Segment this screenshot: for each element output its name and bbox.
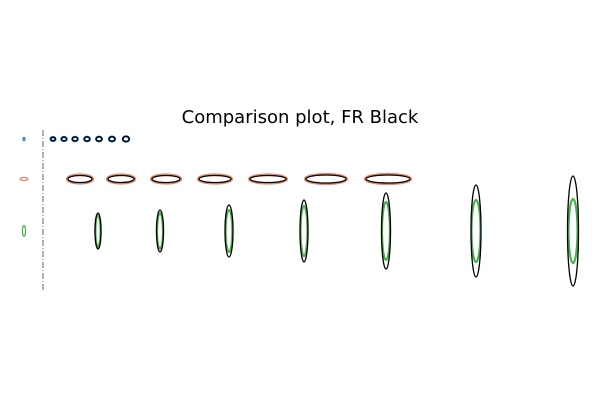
colored-ellipse-row-3-5 xyxy=(380,200,392,262)
colored-ellipse-row-2-1 xyxy=(65,173,95,185)
reference-glyph-row-1 xyxy=(22,136,26,142)
black-ellipse-row-2-6 xyxy=(305,174,347,184)
reference-glyph-row-3 xyxy=(21,224,27,238)
black-ellipse-row-3-1 xyxy=(94,212,102,250)
black-ellipse-row-2-4 xyxy=(198,174,232,184)
colored-ellipse-row-3-4 xyxy=(299,204,309,258)
black-ellipse-row-2-5 xyxy=(249,174,287,184)
black-ellipse-row-1-4 xyxy=(83,136,91,142)
black-ellipse-row-2-7 xyxy=(365,174,411,184)
colored-ellipse-row-2-2 xyxy=(105,173,137,185)
black-ellipse-row-1-2 xyxy=(60,136,68,142)
black-ellipse-row-3-2 xyxy=(155,209,165,253)
black-ellipse-row-2-3 xyxy=(151,174,181,184)
black-ellipse-row-3-7 xyxy=(566,175,580,287)
black-ellipse-row-1-6 xyxy=(108,135,116,143)
black-ellipse-row-2-2 xyxy=(107,174,135,184)
colored-ellipse-row-2-3 xyxy=(149,173,183,185)
black-ellipse-row-3-4 xyxy=(299,199,309,263)
colored-ellipse-row-2-6 xyxy=(303,172,349,186)
black-ellipse-row-3-3 xyxy=(224,204,234,258)
colored-ellipse-row-2-5 xyxy=(247,173,289,185)
black-ellipse-row-1-1 xyxy=(49,136,57,142)
black-ellipse-row-2-1 xyxy=(67,174,93,184)
colored-ellipse-row-3-6 xyxy=(470,198,482,264)
black-ellipse-row-1-5 xyxy=(95,136,103,142)
reference-glyph-row-2 xyxy=(19,176,29,182)
colored-ellipse-row-3-2 xyxy=(155,211,165,251)
colored-ellipse-row-3-3 xyxy=(224,208,234,254)
black-ellipse-row-3-6 xyxy=(470,184,482,278)
colored-ellipse-row-2-7 xyxy=(363,172,413,186)
black-ellipse-row-1-7 xyxy=(122,135,130,143)
colored-ellipse-row-3-7 xyxy=(567,197,579,265)
black-ellipse-row-3-5 xyxy=(380,192,392,270)
black-ellipse-row-1-3 xyxy=(71,136,79,142)
colored-ellipse-row-2-4 xyxy=(196,173,234,185)
chart-title: Comparison plot, FR Black xyxy=(182,107,419,128)
